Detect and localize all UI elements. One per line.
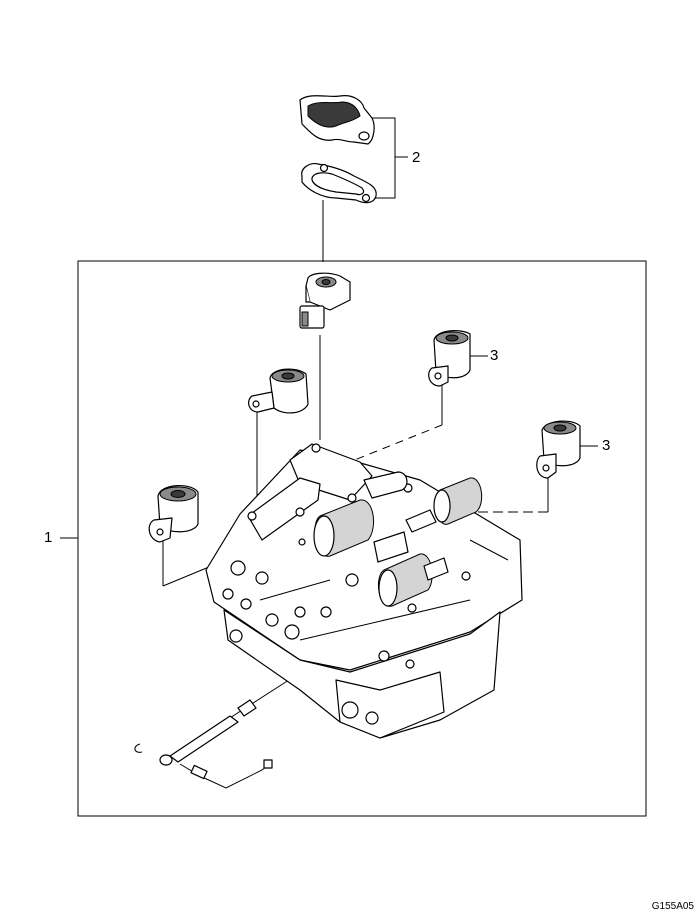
shift-solenoid-left-upper	[248, 368, 309, 414]
shift-solenoid-3-upper	[428, 330, 471, 387]
wire-harness-connector	[134, 699, 273, 789]
valve-body-assembly	[205, 443, 523, 739]
callout-3-upper: 3	[490, 347, 499, 364]
callout-2: 2	[412, 149, 421, 166]
pressure-control-solenoid	[299, 272, 351, 329]
solenoid-gasket	[301, 163, 377, 204]
callout-2-bracket	[372, 117, 408, 199]
shift-solenoid-3-lower	[536, 420, 581, 479]
callout-3-lower: 3	[602, 437, 611, 454]
figure-code: G155A05	[651, 901, 694, 912]
solenoid-cover	[299, 95, 375, 145]
solenoid-valve-left	[148, 485, 199, 543]
callout-1: 1	[44, 529, 53, 546]
